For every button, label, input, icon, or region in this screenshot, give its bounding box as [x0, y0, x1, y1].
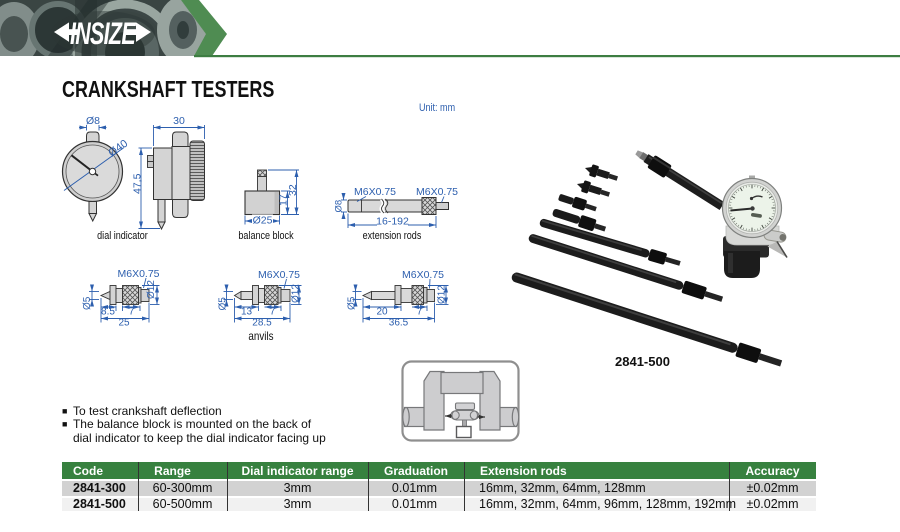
svg-text:16-192: 16-192: [376, 216, 409, 228]
svg-text:36.5: 36.5: [389, 318, 409, 329]
svg-text:M6X0.75: M6X0.75: [258, 269, 300, 281]
svg-text:8.5: 8.5: [101, 307, 115, 318]
svg-text:Ø5: Ø5: [347, 296, 358, 310]
svg-text:M6X0.75: M6X0.75: [402, 269, 444, 281]
svg-text:30: 30: [173, 115, 185, 127]
svg-text:Ø5: Ø5: [218, 297, 229, 311]
svg-text:7: 7: [270, 307, 276, 318]
svg-text:INSIZE: INSIZE: [70, 16, 136, 51]
svg-text:28.5: 28.5: [252, 318, 272, 329]
svg-text:7: 7: [129, 307, 135, 318]
svg-text:Ø12: Ø12: [146, 280, 157, 299]
svg-text:20: 20: [376, 307, 388, 318]
svg-text:M6X0.75: M6X0.75: [354, 186, 396, 198]
svg-text:Ø12: Ø12: [437, 285, 448, 304]
svg-text:7: 7: [417, 307, 423, 318]
svg-text:17: 17: [278, 194, 290, 206]
svg-text:Ø8: Ø8: [334, 200, 345, 213]
svg-text:13: 13: [241, 307, 253, 318]
svg-text:25: 25: [118, 318, 130, 329]
svg-text:Ø12: Ø12: [291, 284, 302, 303]
svg-text:M6X0.75: M6X0.75: [117, 268, 159, 280]
svg-text:M6X0.75: M6X0.75: [416, 186, 458, 198]
svg-text:Ø25: Ø25: [253, 215, 273, 227]
svg-text:47,5: 47,5: [132, 173, 144, 194]
svg-text:32: 32: [287, 184, 299, 196]
svg-text:Ø5: Ø5: [82, 296, 93, 310]
svg-text:Ø8: Ø8: [86, 115, 100, 127]
